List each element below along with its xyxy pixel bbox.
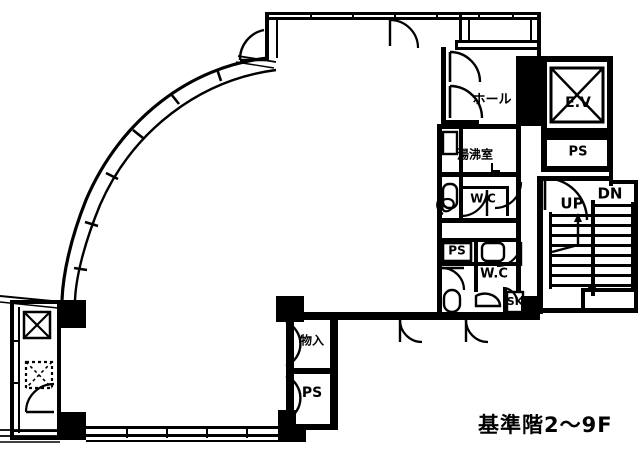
building-core: ホール E.V PS (436, 47, 635, 320)
room-elevator: E.V (541, 56, 613, 134)
washbasin-icon (474, 292, 502, 308)
toilet-fixture-icon (441, 182, 459, 210)
door-swing-icon (494, 181, 523, 210)
room-label-sink: SK (507, 295, 524, 308)
door-swing-icon (496, 241, 523, 268)
room-label-ps-lower: PS (302, 385, 322, 401)
room-label-ps-mid: PS (448, 244, 465, 258)
door-swing-icon (388, 18, 420, 49)
counter-icon (491, 163, 500, 172)
room-wc-lower: W.C (441, 241, 508, 314)
room-label-ps-elevator: PS (569, 145, 588, 160)
office-doors (235, 18, 489, 344)
door-swing-icon (448, 50, 484, 119)
core-structural-walls (437, 56, 543, 320)
storage-spine-wall (285, 318, 338, 430)
door-swing-icon (24, 382, 55, 414)
door-swing-icon (398, 319, 423, 344)
curved-wall-icon (60, 56, 277, 301)
structural-column-icon (60, 412, 86, 440)
room-label-kitchen: 湯沸室 (457, 147, 493, 162)
door-swing-icon (285, 320, 302, 422)
urinal-icon (441, 197, 455, 213)
sink-fixture-icon (480, 241, 506, 263)
door-swing-icon (460, 189, 489, 218)
stair-label-up: UP (560, 195, 583, 213)
sink-fixture-icon (441, 130, 459, 156)
room-kitchen: 湯沸室 (437, 129, 521, 177)
balcony-drain-icon (22, 310, 52, 340)
door-swing-icon (441, 266, 466, 291)
structural-column-icon (60, 300, 86, 328)
stair-newel-icon (588, 284, 596, 292)
stair-treads-up (549, 212, 593, 289)
room-ps-elevator: PS (541, 134, 613, 172)
toilet-fixture-icon (442, 288, 462, 314)
room-label-hall: ホール (472, 93, 511, 108)
room-ps-mid: PS (437, 238, 521, 266)
left-balcony (0, 295, 86, 443)
structural-column-icon (276, 296, 304, 322)
door-swing-icon (464, 319, 489, 344)
room-label-storage: 物入 (300, 333, 324, 348)
door-swing-icon (502, 286, 519, 303)
stair-treads-down (593, 202, 635, 288)
room-label-wc-upper: W.C (470, 192, 496, 206)
stair-label-down: DN (597, 185, 622, 203)
elevator-cross-icon (549, 66, 605, 124)
room-wc-upper: W.C (436, 177, 521, 223)
mid-horizontal-wall (276, 296, 540, 322)
room-label-wc-lower: W.C (480, 267, 508, 282)
wet-core: 湯沸室 W.C (436, 124, 525, 314)
room-label-elevator: E.V (565, 95, 591, 111)
stair-up-arrow-icon (551, 213, 582, 254)
south-room-labels: 物入 PS (300, 333, 324, 402)
door-swing-icon (543, 176, 589, 221)
staircase: UP DN (537, 176, 635, 310)
room-sink: SK (502, 286, 525, 314)
room-hall: ホール (441, 47, 521, 126)
window-icon (310, 12, 514, 20)
plan-title: 基準階2〜9F (478, 413, 613, 437)
